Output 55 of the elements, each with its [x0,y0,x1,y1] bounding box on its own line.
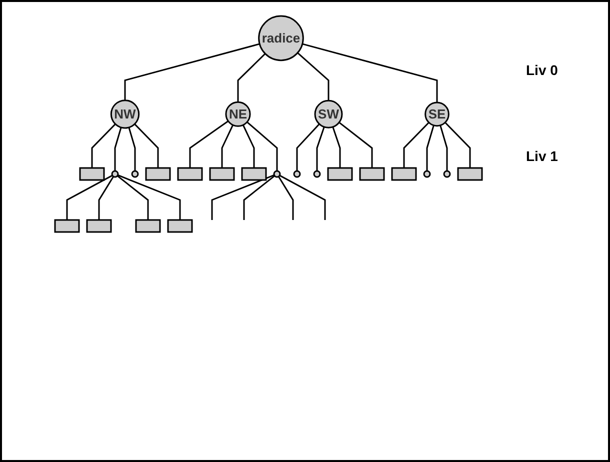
level-label: Liv 0 [526,62,559,78]
tree-branch-line [236,53,266,102]
leaf-square [390,167,416,181]
tree-node-circle [422,170,430,178]
leaf-square [358,167,384,181]
leaf-square [166,219,192,233]
tree-node-circle [130,170,138,178]
tree-node-circle: NW [110,100,140,129]
tree-node-circle [312,170,320,178]
tree-branch-line [124,43,260,100]
tree-branch-line [338,122,372,168]
level-label: Liv 1 [526,148,559,164]
tree-branch-line [242,175,275,220]
tree-node-circle: radice [258,15,304,62]
tree-branch-line [66,174,112,220]
leaf-square [86,219,112,233]
tree-branch-line [188,120,228,168]
tree-branch-line [134,124,158,168]
tree-node-circle: SW [314,100,342,128]
tree-branch-line [316,126,324,171]
tree-branch-line [302,43,438,102]
tree-branch-line [278,174,326,220]
tree-branch-line [116,175,148,220]
tree-node-circle: NE [224,101,250,127]
tree-branch-line [332,126,340,168]
tree-node-circle [442,170,450,178]
tree-branch-line [296,124,320,171]
tree-node-circle [292,170,300,178]
tree-node-circle [272,170,280,178]
tree-branch-line [444,122,470,168]
tree-node-circle: SE [424,102,449,127]
leaf-square [176,167,202,181]
leaf-square [326,167,352,181]
tree-branch-line [246,121,278,171]
tree-branch-line [98,176,114,220]
tree-branch-line [426,125,434,171]
leaf-square [134,219,160,233]
tree-branch-line [90,124,116,168]
tree-branch-line [114,127,122,171]
leaf-square [78,167,104,181]
tree-branch-line [242,124,254,168]
leaf-square [208,167,234,181]
tree-branch-line [117,174,180,220]
tree-branch-line [439,125,448,171]
tree-branch-line [402,122,429,168]
leaf-square [240,167,266,181]
leaf-square [54,219,80,233]
tree-node-circle [110,170,118,178]
tree-branch-line [220,124,234,168]
tree-branch-line [210,174,274,220]
tree-branch-line [296,52,329,101]
leaf-square [144,167,170,181]
tree-branch-line [277,176,294,220]
tree-branch-line [128,127,136,171]
leaf-square [456,167,482,181]
